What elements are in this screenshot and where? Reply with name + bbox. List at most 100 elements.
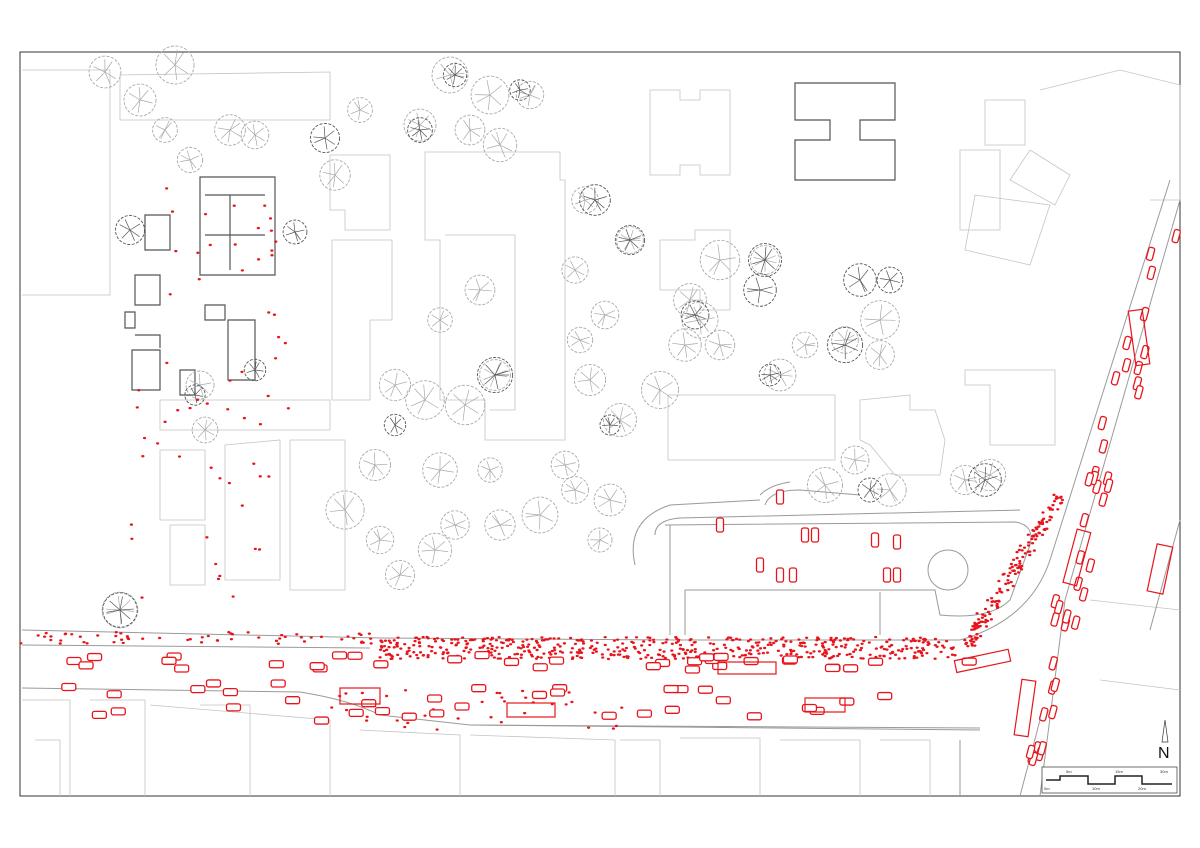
tree-icon: [807, 467, 843, 503]
tree-icon: [758, 363, 782, 387]
pedestrian-icon: [403, 725, 407, 729]
pedestrian-icon: [980, 616, 984, 619]
pedestrian-icon: [789, 652, 793, 656]
pedestrian-icon: [946, 655, 950, 659]
pedestrian-icon: [731, 649, 735, 653]
car-icon: [1171, 228, 1181, 244]
pedestrian-icon: [897, 657, 901, 660]
car-icon: [205, 679, 222, 688]
pedestrian-icon: [573, 642, 578, 646]
pedestrian-icon: [743, 653, 748, 657]
pedestrian-icon: [1034, 538, 1038, 541]
pedestrian-icon: [612, 639, 617, 642]
pedestrian-icon: [1037, 525, 1041, 528]
pedestrian-icon: [781, 636, 785, 639]
car-icon: [877, 691, 893, 701]
pedestrian-icon: [70, 633, 74, 636]
pedestrian-icon: [490, 644, 494, 648]
pedestrian-icon: [277, 335, 281, 339]
pedestrian-icon: [502, 700, 507, 703]
pedestrian-icon: [859, 646, 864, 650]
pedestrian-icon: [915, 646, 919, 649]
pedestrian-icon: [526, 645, 530, 648]
pedestrian-icon: [1031, 534, 1036, 537]
pedestrian-icon: [1026, 544, 1031, 547]
pedestrian-icon: [399, 647, 403, 650]
car-icon: [1050, 677, 1061, 693]
tree-icon: [347, 97, 373, 123]
pedestrian-icon: [939, 650, 943, 654]
pedestrian-icon: [521, 643, 525, 647]
pedestrian-icon: [195, 398, 200, 402]
pedestrian-icon: [137, 389, 141, 392]
pedestrian-icon: [1016, 571, 1021, 574]
pedestrian-icon: [1021, 555, 1025, 559]
pedestrian-icon: [953, 654, 957, 657]
car-icon: [348, 708, 364, 718]
pedestrian-icon: [253, 547, 257, 551]
pedestrian-icon: [497, 652, 501, 656]
pedestrian-icon: [754, 641, 758, 644]
tree-icon: [561, 476, 589, 504]
pedestrian-icon: [141, 455, 145, 458]
pedestrian-icon: [188, 638, 192, 641]
pedestrian-icon: [823, 654, 827, 658]
pedestrian-icon: [464, 639, 468, 643]
pedestrian-icon: [567, 691, 571, 694]
pedestrian-icon: [970, 628, 974, 631]
tree-icon: [865, 340, 895, 370]
car-icon: [313, 716, 330, 725]
pedestrian-icon: [438, 646, 442, 649]
car-icon: [78, 661, 94, 670]
pedestrian-icon: [96, 634, 100, 637]
pedestrian-icon: [485, 637, 490, 640]
pedestrian-icon: [738, 655, 742, 659]
pedestrian-icon: [378, 656, 382, 659]
car-icon: [471, 684, 487, 693]
tree-icon: [573, 363, 607, 397]
car-icon: [91, 710, 108, 720]
pedestrian-icon: [532, 646, 537, 649]
tree-icon: [155, 45, 195, 85]
tree-icon: [88, 55, 122, 89]
pedestrian-icon: [834, 645, 838, 649]
pedestrian-icon: [489, 638, 493, 641]
pedestrian-icon: [465, 643, 469, 646]
pedestrian-icon: [177, 455, 182, 458]
pedestrian-icon: [258, 475, 262, 478]
pedestrian-icon: [1032, 549, 1036, 552]
tree-icon: [873, 473, 907, 507]
pedestrian-icon: [968, 634, 972, 638]
pedestrian-icon: [552, 637, 556, 640]
pedestrian-icon: [112, 640, 116, 644]
pedestrian-icon: [165, 187, 169, 190]
pedestrian-icon: [1008, 571, 1012, 574]
car-icon: [268, 660, 284, 669]
pedestrian-icon: [990, 604, 994, 607]
roads: [21, 179, 1181, 797]
pedestrian-icon: [621, 642, 625, 645]
pedestrian-icon: [663, 656, 667, 660]
pedestrian-icon: [809, 652, 813, 655]
pedestrian-icon: [652, 640, 656, 644]
pedestrian-icon: [272, 313, 277, 316]
pedestrian-icon: [905, 637, 909, 640]
pedestrian-icon: [887, 638, 892, 641]
tree-icon: [477, 457, 503, 483]
car-icon: [161, 656, 177, 665]
pedestrian-icon: [797, 655, 801, 659]
pedestrian-icon: [494, 639, 499, 642]
pedestrian-icon: [986, 599, 990, 602]
pedestrian-icon: [360, 691, 364, 695]
car-icon: [800, 527, 810, 543]
pedestrian-icon: [205, 536, 209, 539]
pedestrian-icon: [530, 655, 534, 658]
pedestrian-icon: [846, 638, 850, 642]
pedestrian-icon: [454, 644, 458, 647]
pedestrian-icon: [918, 636, 922, 639]
pedestrian-icon: [845, 653, 849, 657]
roundabout: [927, 549, 969, 591]
car-icon: [1048, 656, 1058, 671]
pedestrian-icon: [746, 639, 751, 643]
pedestrian-icon: [384, 653, 388, 656]
